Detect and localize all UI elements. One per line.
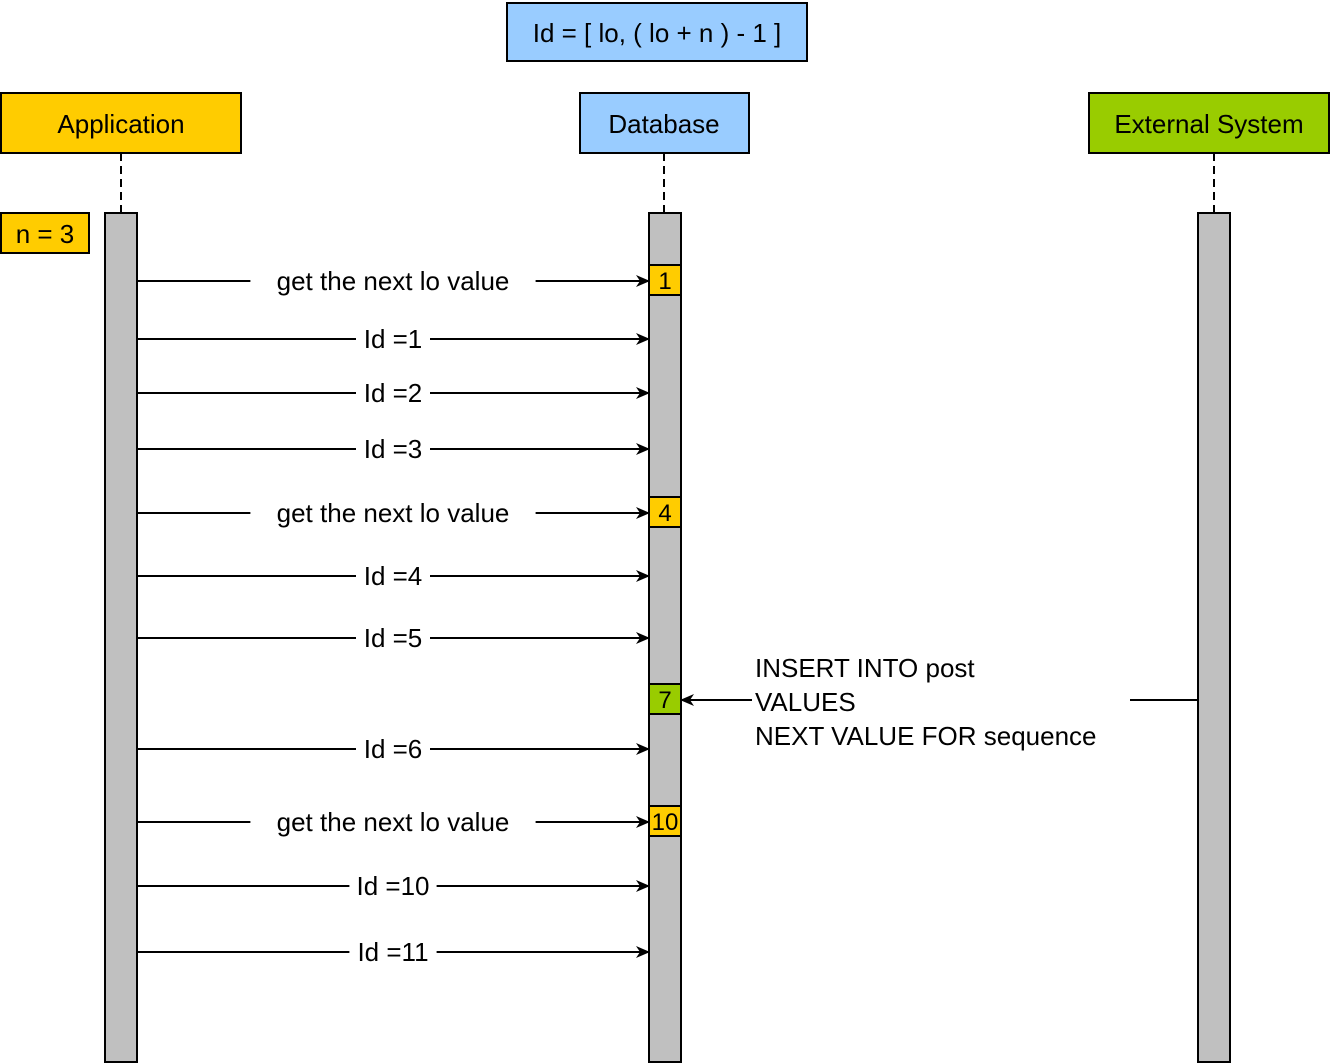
activation-bar	[104, 212, 138, 1063]
message-arrow: get the next lo value 10	[137, 805, 682, 837]
message-label-line: INSERT INTO post	[755, 653, 975, 683]
message-arrow: Id =1	[137, 324, 650, 354]
formula-text: Id = [ lo, ( lo + n ) - 1 ]	[533, 18, 782, 48]
message-arrow: Id =2	[137, 378, 650, 408]
formula-box: Id = [ lo, ( lo + n ) - 1 ]	[506, 2, 808, 62]
message-label: Id =4	[364, 561, 423, 591]
value-marker	[648, 683, 682, 715]
message-arrow: Id =4	[137, 561, 650, 591]
value-marker-text: 10	[652, 809, 679, 836]
participant-label: External System	[1114, 109, 1303, 139]
message-label: Id =3	[364, 434, 423, 464]
message-label-line: NEXT VALUE FOR sequence	[755, 721, 1097, 751]
message-label: Id =6	[364, 734, 423, 764]
participant-application: Application	[0, 92, 242, 1063]
message-label: get the next lo value	[277, 266, 510, 296]
participant-label: Application	[57, 109, 184, 139]
note-text: n = 3	[16, 219, 75, 249]
message-arrow: Id =3	[137, 434, 650, 464]
message-label: Id =5	[364, 623, 423, 653]
participant-database: Database	[579, 92, 750, 1063]
message-label: Id =10	[356, 871, 429, 901]
message-arrow: Id =10	[137, 871, 650, 901]
message-arrow: get the next lo value 4	[137, 496, 682, 528]
message-label: get the next lo value	[277, 498, 510, 528]
value-marker-text: 4	[658, 500, 671, 527]
message-label: Id =1	[364, 324, 423, 354]
value-marker	[648, 805, 682, 837]
value-marker	[648, 264, 682, 296]
messages: get the next lo value 1 Id =1 Id =2 Id =3 get…	[137, 264, 1198, 967]
activation-bar	[648, 212, 682, 1063]
message-arrow: Id =11	[137, 937, 650, 967]
value-marker	[648, 496, 682, 528]
message-arrow: Id =5	[137, 623, 650, 653]
participant-external-system: External System	[1088, 92, 1330, 1063]
value-marker-text: 1	[658, 268, 671, 295]
note-n: n = 3	[0, 212, 90, 254]
message-label: get the next lo value	[277, 807, 510, 837]
message-arrow: get the next lo value 1	[137, 264, 682, 296]
value-marker-text: 7	[658, 687, 671, 714]
message-label: Id =11	[357, 937, 428, 967]
activation-bar	[1197, 212, 1231, 1063]
message-label: Id =2	[364, 378, 423, 408]
participant-label: Database	[608, 109, 719, 139]
message-label-line: VALUES	[755, 687, 856, 717]
message-arrow: Id =6	[137, 734, 650, 764]
